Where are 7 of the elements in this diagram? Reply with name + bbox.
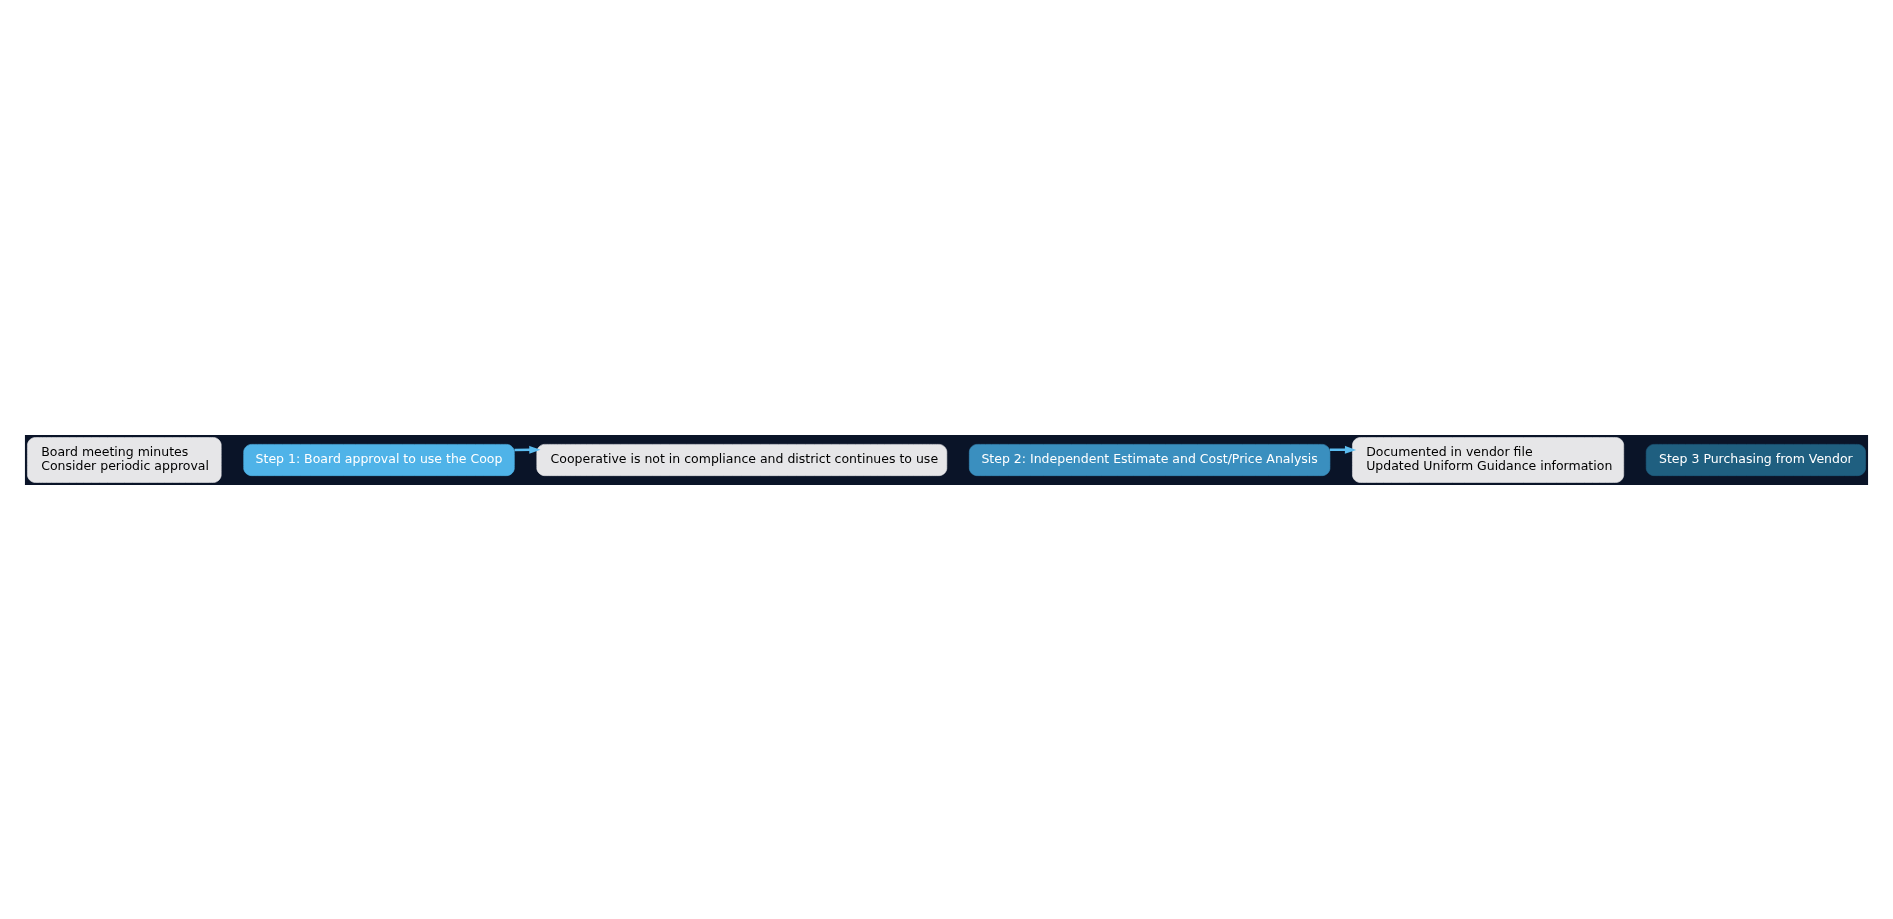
node-box: Step 3 Purchasing from Vendor (1645, 443, 1866, 476)
node-box: Documented in vendor file Updated Uniform Guidance information (1352, 436, 1624, 483)
arrow (1329, 445, 1357, 454)
node-box: Step 2: Independent Estimate and Cost/Price Analysis (969, 443, 1331, 476)
node-box: Step 1: Board approval to use the Coop (243, 443, 515, 476)
node-box: Board meeting minutes Consider periodic approval (27, 436, 222, 483)
node-box: Cooperative is not in compliance and district continues to use (536, 443, 948, 476)
